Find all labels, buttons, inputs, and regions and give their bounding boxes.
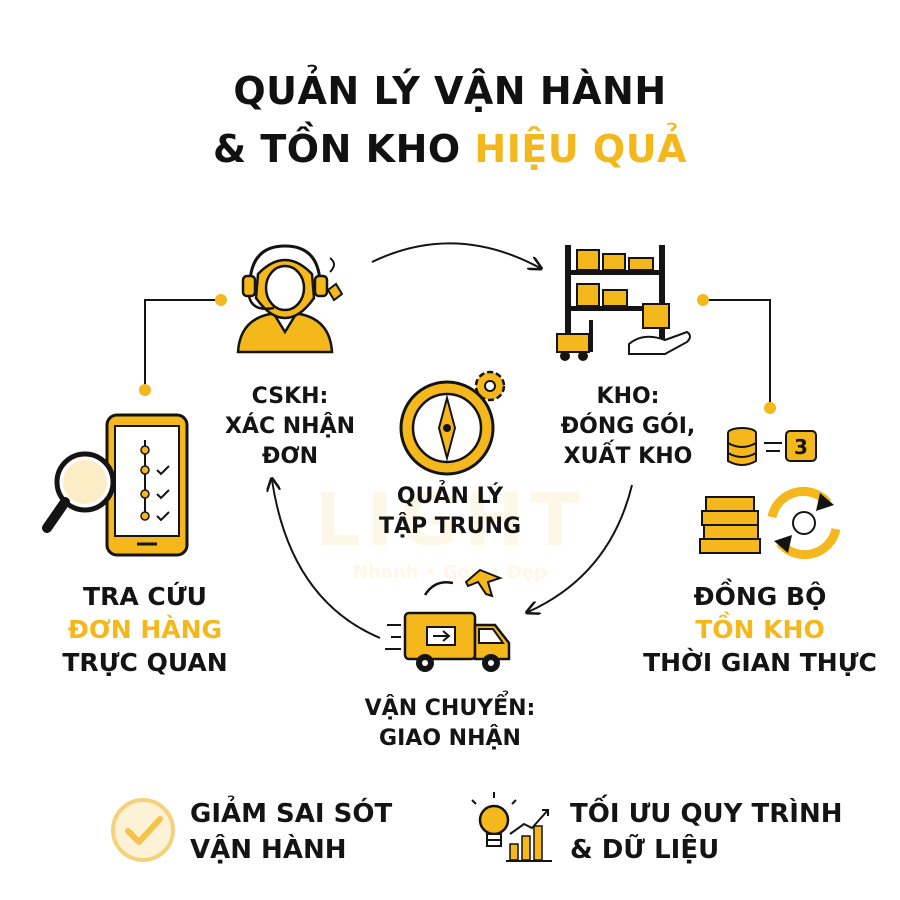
benefit-2: TỐI ƯU QUY TRÌNH & DỮ LIỆU bbox=[570, 796, 843, 868]
center-line-1: QUẢN LÝ bbox=[396, 484, 504, 509]
right-connector bbox=[697, 294, 776, 414]
side-right-line-1: ĐỒNG BỘ bbox=[693, 582, 827, 611]
bulb-chart-icon bbox=[471, 792, 552, 862]
node-van-chuyen-label: VẬN CHUYỂN: GIAO NHẬN bbox=[340, 694, 560, 754]
side-right-label: ĐỒNG BỘ TỒN KHO THỜI GIAN THỰC bbox=[640, 580, 880, 679]
stock-sync-icon: 3 bbox=[699, 427, 841, 560]
left-connector bbox=[139, 294, 227, 396]
title-line-1: QUẢN LÝ VẬN HÀNH bbox=[233, 69, 667, 113]
node-kho-label: KHO: ĐÓNG GÓI, XUẤT KHO bbox=[548, 382, 708, 472]
side-left-label: TRA CỨU ĐƠN HÀNG TRỰC QUAN bbox=[30, 580, 260, 679]
kho-line-2: ĐÓNG GÓI, bbox=[560, 414, 696, 439]
side-right-line-3: THỜI GIAN THỰC bbox=[643, 648, 877, 677]
node-cskh-label: CSKH: XÁC NHẬN ĐƠN bbox=[215, 382, 365, 472]
title-prefix: & TỒN KHO bbox=[213, 127, 461, 171]
phone-magnifier-icon bbox=[42, 413, 189, 557]
side-left-line-1: TRA CỨU bbox=[83, 582, 207, 611]
compass-gear-icon bbox=[399, 370, 506, 476]
benefit-2-line-2: & DỮ LIỆU bbox=[570, 835, 720, 865]
delivery-truck-icon bbox=[385, 568, 511, 672]
title-highlight: HIỆU QUẢ bbox=[474, 127, 687, 171]
node-center-label: QUẢN LÝ TẬP TRUNG bbox=[365, 482, 535, 542]
cskh-line-1: CSKH: bbox=[251, 384, 329, 409]
arrow-cskh-to-kho bbox=[371, 242, 540, 268]
benefit-1: GIẢM SAI SÓT VẬN HÀNH bbox=[190, 796, 392, 868]
cskh-line-2: XÁC NHẬN bbox=[224, 414, 356, 439]
center-line-2: TẬP TRUNG bbox=[378, 514, 522, 539]
arrow-kho-to-van-chuyen bbox=[528, 484, 633, 612]
cskh-line-3: ĐƠN bbox=[261, 444, 319, 469]
warehouse-shelf-icon bbox=[556, 245, 691, 361]
van-chuyen-line-2: GIAO NHẬN bbox=[379, 726, 521, 751]
side-left-line-3: TRỰC QUAN bbox=[62, 648, 228, 677]
title-line-2: & TỒN KHO HIỆU QUẢ bbox=[0, 120, 900, 178]
stock-badge: 3 bbox=[794, 435, 808, 459]
kho-line-1: KHO: bbox=[596, 384, 660, 409]
watermark-brand: LIGHT bbox=[314, 478, 586, 562]
benefit-2-line-1: TỐI ƯU QUY TRÌNH bbox=[570, 799, 843, 829]
kho-line-3: XUẤT KHO bbox=[563, 444, 693, 469]
benefit-1-line-2: VẬN HÀNH bbox=[190, 835, 347, 865]
benefit-1-line-1: GIẢM SAI SÓT bbox=[190, 799, 393, 829]
van-chuyen-line-1: VẬN CHUYỂN: bbox=[364, 696, 536, 721]
headset-agent-icon bbox=[236, 244, 344, 354]
side-left-line-2: ĐƠN HÀNG bbox=[67, 615, 223, 644]
arrow-van-chuyen-to-cskh bbox=[272, 480, 381, 639]
check-circle-icon bbox=[111, 798, 175, 862]
side-right-line-2: TỒN KHO bbox=[695, 615, 825, 644]
